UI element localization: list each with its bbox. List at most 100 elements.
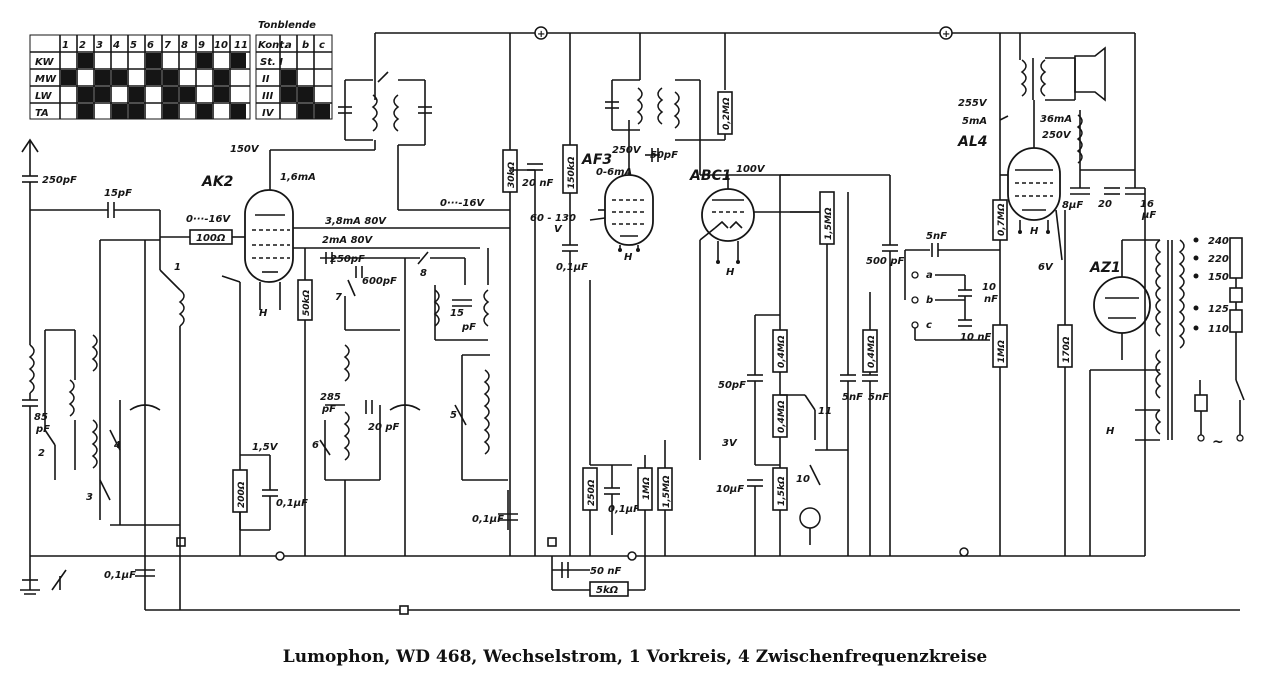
abc1-tube-icon [701, 188, 755, 242]
tone-row-4: IV [262, 108, 275, 119]
band-col-1: 1 [62, 40, 69, 51]
v100-label: 100V [736, 164, 766, 175]
band-col-7: 7 [164, 40, 171, 51]
r150k-label: 150kΩ [567, 156, 577, 189]
plus-label-1: + [537, 29, 545, 40]
mains-240-label: 240 [1208, 236, 1229, 247]
switch-8-label: 8 [420, 268, 427, 279]
switch-cell-on [231, 53, 246, 68]
c-01uf-b-label: 0,1μF [276, 498, 308, 509]
abc1-detector-stage: ABC1 100V H 0,4MΩ 0,4MΩ 1,5kΩ 50pF 3V 10… [689, 140, 905, 556]
switch-cell-on [197, 104, 212, 119]
r30k-label: 30kΩ [507, 161, 517, 188]
switch-cell-on [281, 87, 296, 102]
switch-cell-on [298, 104, 313, 119]
v-range-1-label: 0···-16V [186, 214, 231, 225]
band-row-kw: KW [35, 57, 54, 68]
switch-cell-on [163, 70, 178, 85]
band-col-9: 9 [198, 40, 205, 51]
mains-fuse-2 [1229, 287, 1243, 303]
plus-label-2: + [942, 29, 950, 40]
al4-output-stage: AL4 255V 5mA 36mA 250V H 0,7MΩ 1MΩ 6V 17… [957, 33, 1156, 556]
r50k-label: 50kΩ [302, 289, 312, 316]
v250b-label: 250V [1042, 130, 1072, 141]
mains-150-label: 150 [1208, 272, 1229, 283]
v130-unit: V [554, 224, 563, 235]
v250-label: 250V [612, 145, 642, 156]
switch-cell-on [112, 70, 127, 85]
ma5-label: 5mA [962, 116, 987, 127]
c250pf-b-label: 250pF [330, 254, 365, 265]
ma16-label: 1,6mA [280, 172, 316, 183]
af3-tube-icon [604, 174, 654, 246]
abc1-heater-label: H [726, 267, 735, 278]
tone-c-label: c [926, 320, 932, 331]
power-supply: AZ1 H 240 220 150 125 110 [1089, 188, 1245, 556]
c-85-unit: pF [35, 424, 50, 435]
ak2-label: AK2 [201, 174, 233, 190]
switch-cell-on [95, 70, 110, 85]
az1-tube-icon [1093, 276, 1151, 334]
ak2-mixer-stage: AK2 H 150V 1,6mA 100Ω 0···-16V 3,8mA 80V… [160, 144, 510, 556]
band-col-10: 10 [214, 40, 228, 51]
r100-label: 100Ω [196, 233, 226, 244]
v3-label: 3V [722, 438, 738, 449]
switch-6-label: 6 [312, 440, 319, 451]
ak2-heater-label: H [259, 308, 268, 319]
mains-110-label: 110 [1208, 324, 1229, 335]
c50nf-label: 50 nF [590, 566, 622, 577]
switch-cell-on [61, 70, 76, 85]
switch-5-label: 5 [450, 410, 457, 421]
c10nf-a-label: 10 [982, 282, 996, 293]
switch-2-label: 2 [38, 448, 45, 459]
c15pf-b-label: 15 [450, 308, 464, 319]
switch-cell-on [214, 87, 229, 102]
plus-junction-1 [534, 26, 548, 40]
if-filter-group-1: 8 15 pF 5 0,1μF [400, 248, 518, 530]
switch-cell-on [214, 70, 229, 85]
ak2-tube-icon [244, 189, 294, 283]
c10nf-b-label: 10 nF [960, 332, 992, 343]
c10uf-label: 10μF [716, 484, 744, 495]
c500pf-label: 500 pF [866, 256, 905, 267]
switch-cell-on [163, 87, 178, 102]
tone-control-table: Tonblende Kont. a b c St. I II III IV [255, 20, 333, 120]
c-15pf-label: 15pF [104, 188, 132, 199]
switch-cell-on [231, 104, 246, 119]
mains-fuse-3 [1229, 309, 1243, 333]
r02m-label: 0,2MΩ [722, 97, 732, 130]
v6-label: 6V [1038, 262, 1054, 273]
af3-heater-label: H [624, 252, 633, 263]
switch-4-label: 4 [113, 440, 121, 451]
band-row-lw: LW [35, 91, 53, 102]
switch-cell-on [315, 104, 330, 119]
plus-junction-2 [939, 26, 953, 40]
c285-label: 285 [320, 392, 341, 403]
switch-cell-on [78, 53, 93, 68]
c20nf-label: 20 nF [522, 178, 554, 189]
r04m-label: 0,4MΩ [777, 335, 787, 368]
power-rails: + + [30, 26, 1240, 615]
band-col-8: 8 [181, 40, 188, 51]
c-85-label: 85 [34, 412, 48, 423]
c10nf-a-unit: nF [984, 294, 998, 305]
switch-cell-on [197, 53, 212, 68]
band-col-2: 2 [79, 40, 86, 51]
tone-col-c: c [319, 40, 325, 51]
switch-cell-on [129, 87, 144, 102]
switch-1-label: 1 [174, 262, 181, 273]
v130-label: 60 - 130 [530, 213, 576, 224]
tone-row-1: St. I [260, 57, 283, 68]
c15pf-b-unit: pF [461, 322, 476, 333]
switch-cell-on [78, 104, 93, 119]
band-col-11: 11 [234, 40, 248, 51]
c-01uf-e-label: 0,1μF [608, 504, 640, 515]
v150-label: 150V [230, 144, 260, 155]
c20uf-label: 20 [1098, 199, 1112, 210]
tone-col-kont: Kont. [258, 40, 288, 51]
c-01uf-c-label: 0,1μF [472, 514, 504, 525]
r5k-label: 5kΩ [596, 585, 619, 596]
c-01uf-a-label: 0,1μF [104, 570, 136, 581]
v15-label: 1,5V [252, 442, 279, 453]
v255-label: 255V [958, 98, 988, 109]
